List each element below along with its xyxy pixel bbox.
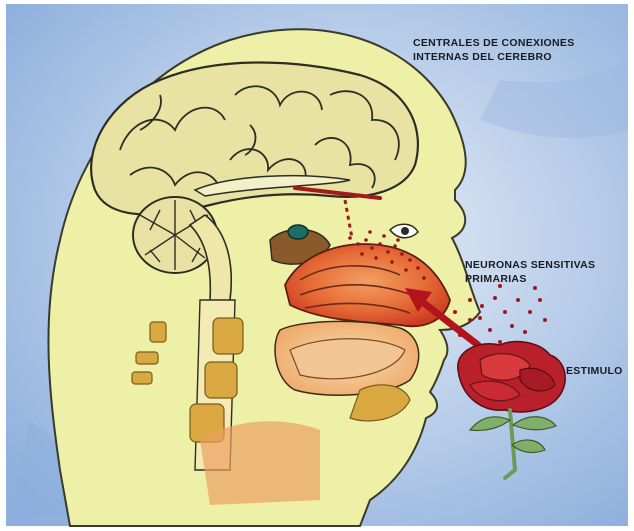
stimulus-text: ESTIMULO (566, 364, 623, 378)
central-connections-label: CENTRALES DE CONEXIONES INTERNAS DEL CER… (413, 36, 575, 64)
primary-sensory-neurons-line2: PRIMARIAS (465, 272, 595, 286)
throat-shading (200, 421, 320, 505)
primary-sensory-neurons-label: NEURONAS SENSITIVAS PRIMARIAS (465, 258, 595, 286)
pituitary (288, 225, 308, 239)
stimulus-label: ESTIMULO (566, 364, 623, 378)
central-connections-line2: INTERNAS DEL CEREBRO (413, 50, 575, 64)
primary-sensory-neurons-line1: NEURONAS SENSITIVAS (465, 258, 595, 272)
central-connections-line1: CENTRALES DE CONEXIONES (413, 36, 575, 50)
pupil (401, 227, 409, 235)
